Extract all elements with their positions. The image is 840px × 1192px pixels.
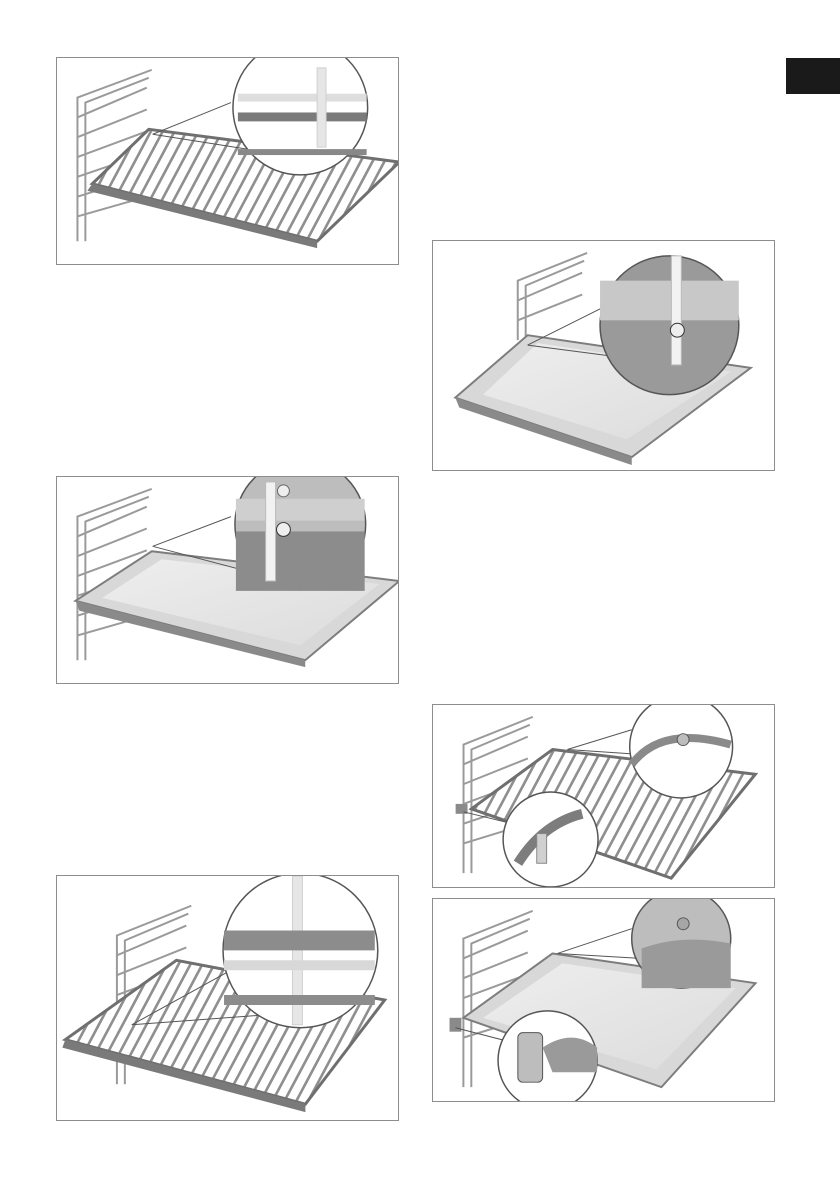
figure-baking-tray-level-2 <box>432 240 775 471</box>
language-tab <box>786 58 840 94</box>
figure-wire-rack-lowered <box>56 875 399 1121</box>
figure-wire-rack-level-1 <box>56 57 399 265</box>
figure-baking-tray-level-1 <box>56 476 399 684</box>
figure-baking-tray-telescopic <box>432 898 775 1102</box>
figure-wire-rack-telescopic <box>432 704 775 888</box>
